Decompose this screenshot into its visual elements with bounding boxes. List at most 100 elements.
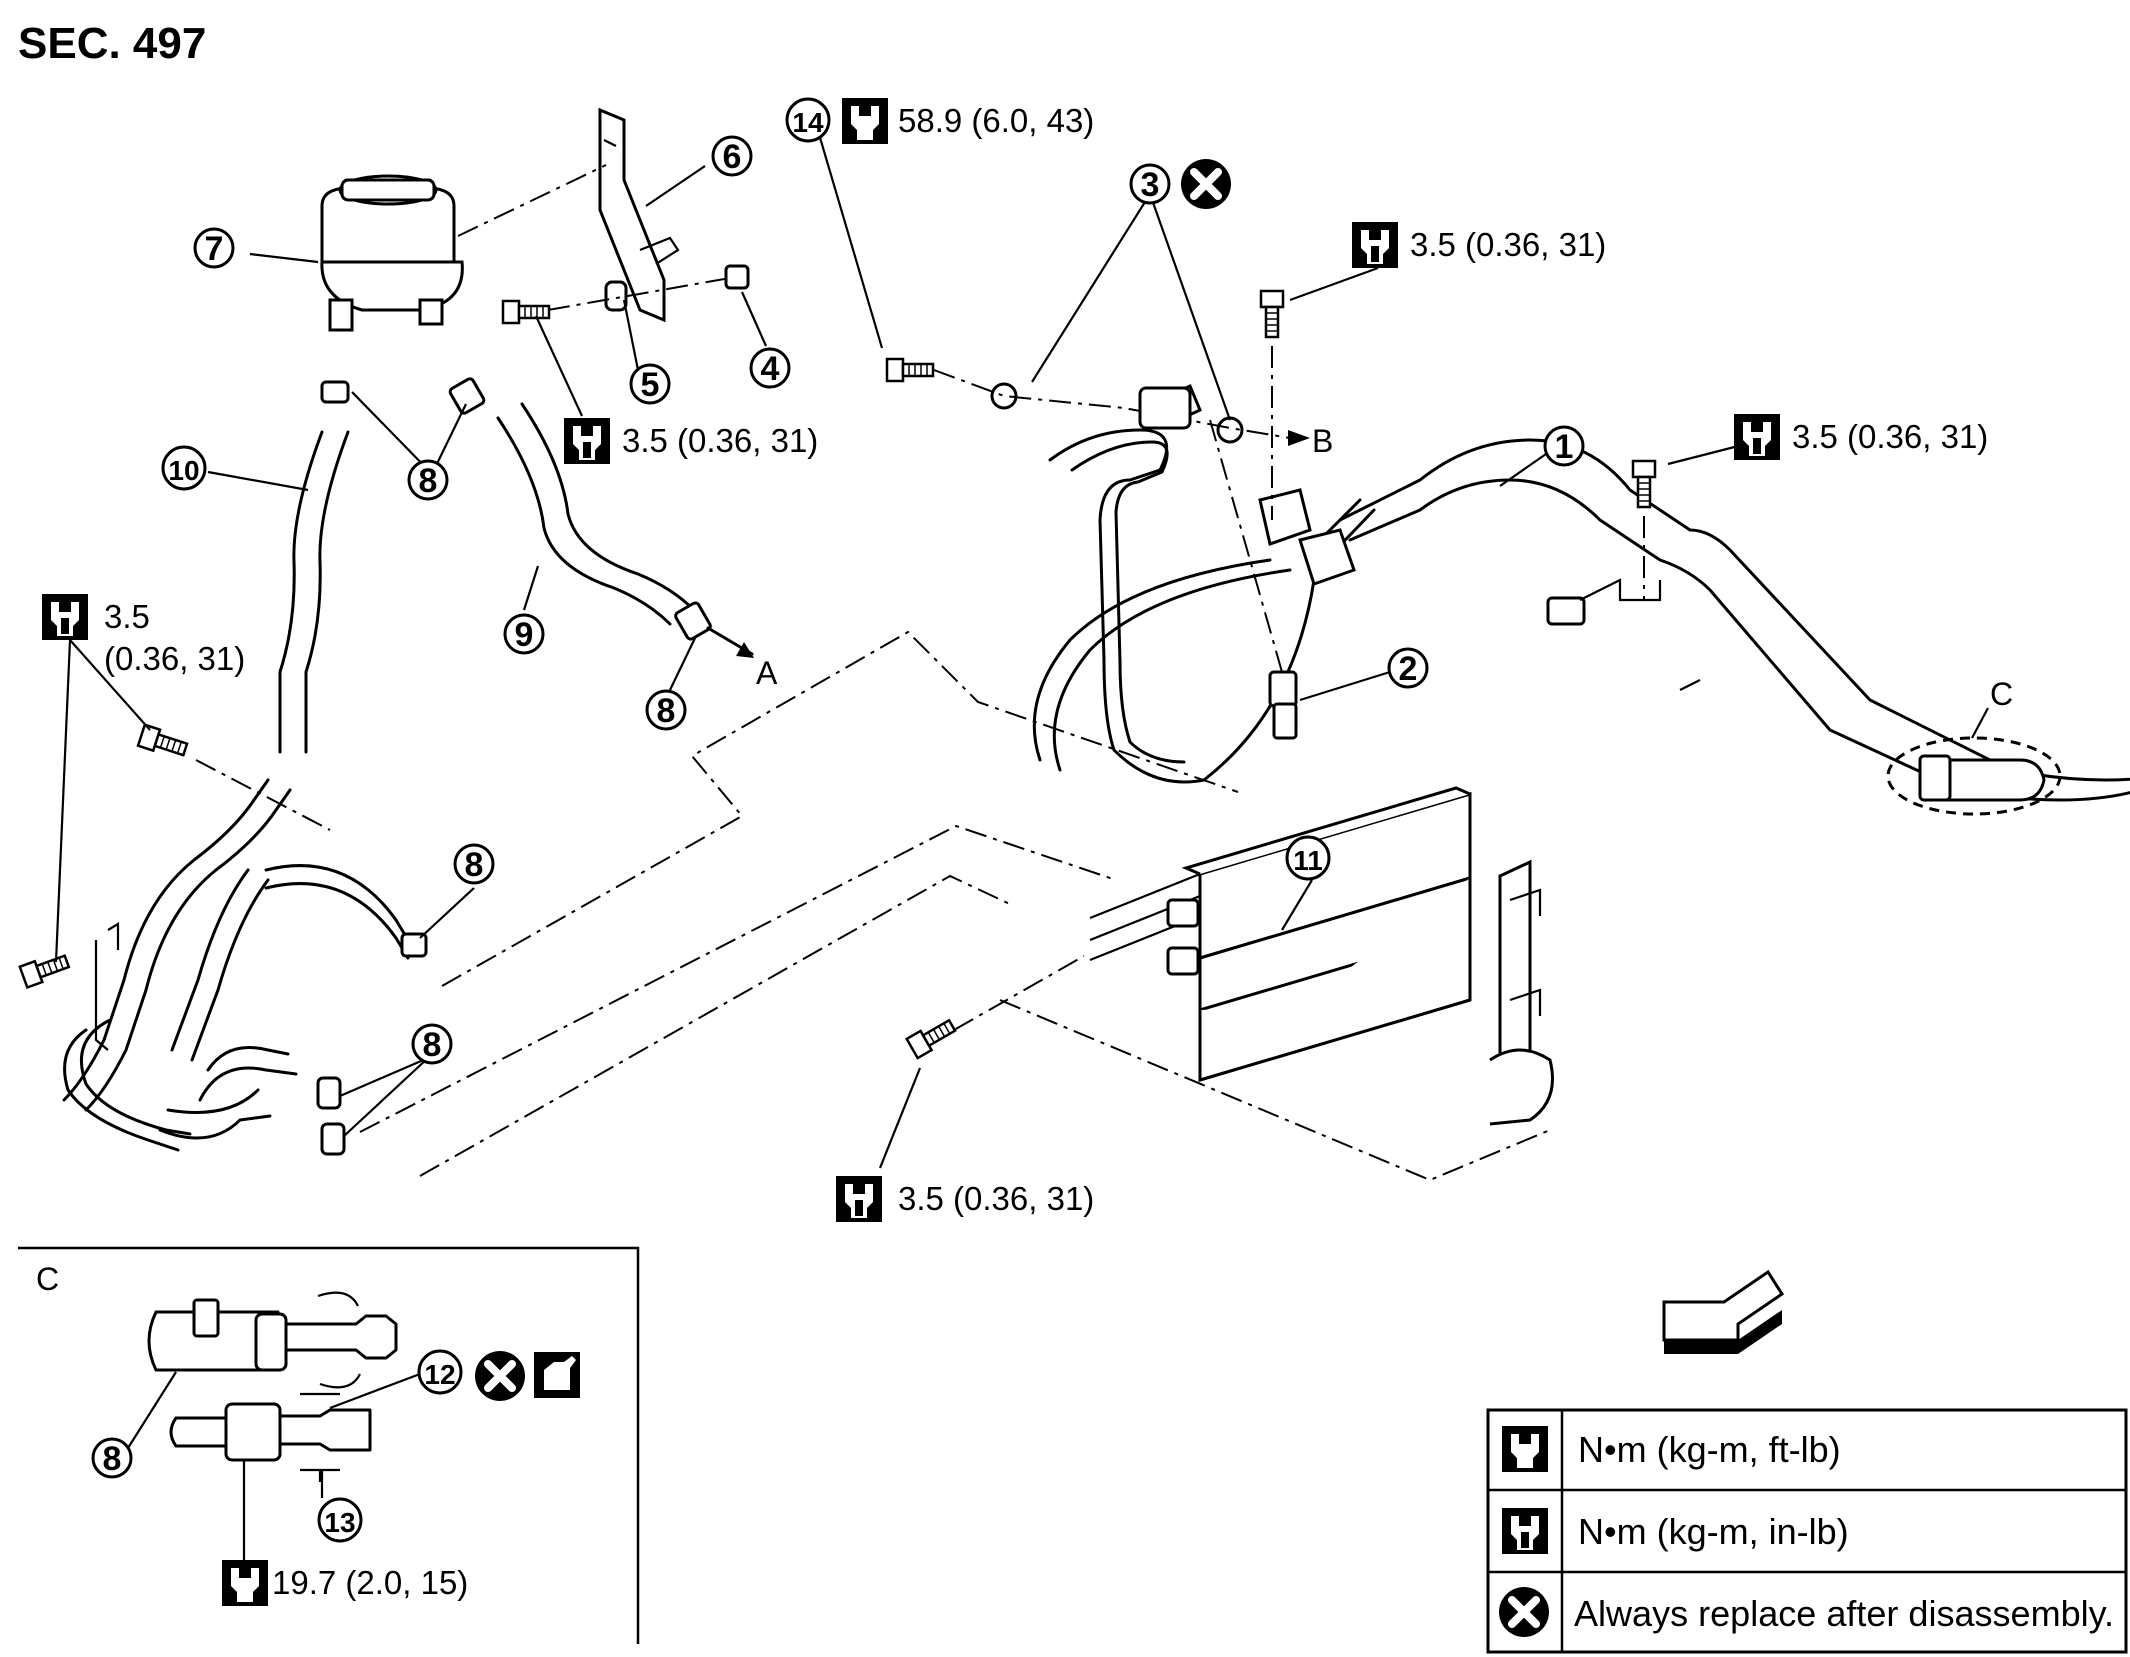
- hose-10-left-wall: [278, 430, 324, 754]
- bolt: [885, 357, 935, 383]
- hose-clamp: [448, 377, 486, 415]
- callout-1: 1: [1543, 425, 1585, 467]
- collar: [724, 264, 750, 290]
- callout-12: 12: [417, 1349, 463, 1395]
- svg-text:9: 9: [515, 616, 534, 654]
- replace-x-icon: [1499, 1587, 1549, 1637]
- hose-9-left-wall: [496, 416, 672, 626]
- torque-wrench-open-icon: [842, 98, 888, 144]
- torque-spec-top-right: 3.5 (0.36, 31): [1410, 226, 1606, 263]
- torque-wrench-open-icon: [222, 1560, 268, 1606]
- svg-text:4: 4: [761, 350, 780, 388]
- legend-text-ft-lb: N•m (kg-m, ft-lb): [1578, 1429, 1841, 1470]
- hose-clamp: [320, 380, 350, 404]
- callout-7: 7: [193, 227, 235, 269]
- hose-clamp: [400, 932, 428, 958]
- callout-6: 6: [711, 135, 753, 177]
- svg-text:8: 8: [657, 692, 676, 730]
- eye-joint: [1138, 386, 1192, 430]
- pressure-sensor: [1209, 419, 1298, 740]
- svg-text:8: 8: [465, 846, 484, 884]
- bolt: [1259, 289, 1285, 339]
- hose-clamp: [674, 601, 712, 641]
- legend-text-replace: Always replace after disassembly.: [1574, 1593, 2114, 1634]
- section-label: SEC. 497: [18, 19, 206, 68]
- torque-wrench-filled-icon: [1502, 1508, 1548, 1554]
- torque-wrench-filled-icon: [42, 594, 88, 640]
- callout-8: 8: [411, 1023, 453, 1065]
- callout-markers: 1 2 3 4 5 6 7 8 8 8 8 9 10 11 12 13 14: [161, 97, 1585, 1543]
- callout-3: 3: [1129, 163, 1171, 205]
- svg-text:8: 8: [419, 462, 438, 500]
- torque-spec-right: 3.5 (0.36, 31): [1792, 418, 1988, 455]
- copper-washer: [990, 382, 1018, 410]
- torque-spec-left-units: (0.36, 31): [104, 640, 245, 677]
- svg-text:7: 7: [205, 230, 224, 268]
- svg-text:3: 3: [1141, 166, 1160, 204]
- hose-clamp: [316, 1076, 342, 1110]
- route-dash-b: [359, 824, 1117, 1133]
- torque-wrench-open-icon: [1502, 1426, 1548, 1472]
- bolt: [136, 723, 190, 762]
- arrow-label-c: C: [1990, 676, 2013, 712]
- hose-9-right-wall: [520, 402, 696, 612]
- arrow-label-a: A: [756, 655, 778, 691]
- legend-table: N•m (kg-m, ft-lb) N•m (kg-m, in-lb) Alwa…: [1486, 1408, 2128, 1654]
- torque-spec-detail: 19.7 (2.0, 15): [272, 1564, 468, 1601]
- legend-text-in-lb: N•m (kg-m, in-lb): [1578, 1511, 1849, 1552]
- callout-8: 8: [645, 689, 687, 731]
- torque-wrench-filled-icon: [836, 1176, 882, 1222]
- torque-spec-left-value: 3.5: [104, 598, 150, 635]
- svg-text:1: 1: [1555, 428, 1574, 466]
- callout-4: 4: [749, 347, 791, 389]
- detail-c-inset: C 8: [18, 1246, 640, 1644]
- detail-c-label: C: [36, 1261, 59, 1297]
- svg-text:13: 13: [324, 1507, 355, 1538]
- svg-text:5: 5: [641, 366, 660, 404]
- callout-2: 2: [1387, 647, 1429, 689]
- front-direction-arrow-icon: [1662, 1269, 1785, 1354]
- left-pipe-assembly: [62, 778, 410, 1152]
- torque-wrench-filled-icon: [1734, 414, 1780, 460]
- bolt: [905, 1014, 959, 1060]
- bolt: [501, 299, 551, 325]
- svg-text:6: 6: [723, 138, 742, 176]
- hose-clamp: [320, 1122, 346, 1156]
- svg-text:12: 12: [424, 1359, 455, 1390]
- route-dash-d: [999, 999, 1551, 1182]
- svg-text:11: 11: [1293, 845, 1323, 876]
- arrow-label-b: B: [1312, 423, 1333, 459]
- callout-11: 11: [1285, 835, 1331, 881]
- reservoir-bracket: [457, 107, 680, 323]
- svg-text:8: 8: [423, 1026, 442, 1064]
- callout-8: 8: [407, 459, 449, 501]
- replace-x-icon: [475, 1351, 525, 1401]
- torque-spec-bottom: 3.5 (0.36, 31): [898, 1180, 1094, 1217]
- grommet: [604, 280, 628, 312]
- leader-lines: [54, 123, 1763, 1169]
- reservoir-tank: [320, 174, 464, 332]
- callout-14: 14: [785, 97, 831, 143]
- callout-10: 10: [161, 445, 207, 491]
- eye-bolt-dash: [933, 369, 1291, 439]
- torque-wrench-filled-icon: [564, 418, 610, 464]
- torque-wrench-filled-icon: [1352, 222, 1398, 268]
- svg-text:2: 2: [1399, 650, 1418, 688]
- bolt: [18, 949, 72, 989]
- svg-text:10: 10: [168, 455, 199, 486]
- replace-x-icon: [1181, 159, 1231, 209]
- route-dash-c: [419, 874, 1015, 1177]
- callout-8: 8: [103, 1440, 122, 1478]
- callout-13: 13: [317, 1497, 363, 1543]
- oil-cooler: [1089, 786, 1554, 1126]
- callout-5: 5: [629, 363, 671, 405]
- fluid-apply-icon: [534, 1352, 580, 1398]
- torque-spec-14: 58.9 (6.0, 43): [898, 102, 1094, 139]
- callout-9: 9: [503, 613, 545, 655]
- torque-spec-mid: 3.5 (0.36, 31): [622, 422, 818, 459]
- hose-10-right-wall: [304, 430, 350, 754]
- svg-text:14: 14: [792, 107, 824, 138]
- bolt: [1631, 459, 1657, 509]
- route-dash-a: [441, 630, 1239, 987]
